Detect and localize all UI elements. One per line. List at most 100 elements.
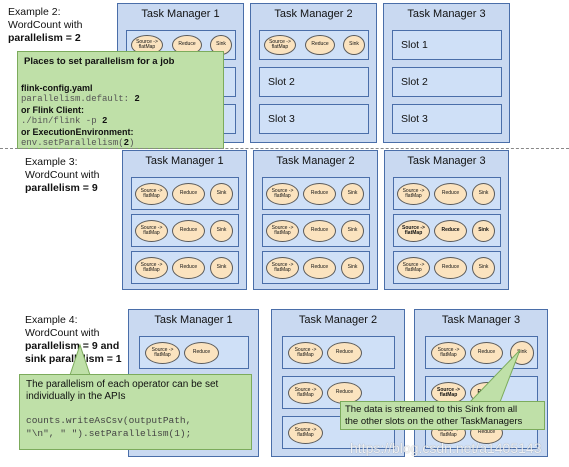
tm-title: Task Manager 1 <box>145 155 224 167</box>
reduce-operator: Reduce <box>172 257 205 279</box>
source-flatmap-operator: Source -> flatMap <box>397 183 430 205</box>
callout-text-line1: The parallelism of each operator can be … <box>26 379 219 390</box>
sink-operator: Sink <box>472 220 495 242</box>
slot: Source -> flatMap Reduce Sink <box>262 177 370 210</box>
config-file-title: flink-config.yaml <box>21 83 93 93</box>
slot: Source -> flatMap Reduce <box>282 376 395 409</box>
reduce-operator: Reduce <box>184 342 219 364</box>
watermark: https://blog.csdn.net/a1405143 <box>350 440 542 456</box>
row3-task-manager-2: Task Manager 2 Source -> flatMap Reduce … <box>271 309 405 457</box>
example-4-label: Example 4: WordCount with parallelism = … <box>25 314 122 365</box>
row1-task-manager-3: Task Manager 3 Slot 1 Slot 2 Slot 3 <box>383 3 510 143</box>
reduce-operator: Reduce <box>172 220 205 242</box>
row2-task-manager-3: Task Manager 3 Source -> flatMap Reduce … <box>384 150 509 290</box>
callout-text-line2: individually in the APIs <box>26 391 126 402</box>
sink-operator: Sink <box>341 257 364 279</box>
source-flatmap-operator: Source -> flatMap <box>288 342 323 364</box>
reduce-operator: Reduce <box>434 220 467 242</box>
sink-callout-line1: The data is streamed to this Sink from a… <box>345 404 518 415</box>
reduce-operator: Reduce <box>303 220 336 242</box>
sink-callout-pointer <box>468 349 521 403</box>
operator-parallelism-callout: The parallelism of each operator can be … <box>19 374 252 450</box>
reduce-operator: Reduce <box>303 257 336 279</box>
slot-2-label: Slot 2 <box>401 76 428 88</box>
row3-task-manager-3: Task Manager 3 Source -> flatMap Reduce … <box>414 309 548 457</box>
client-value: 2 <box>102 116 108 126</box>
tm-title: Task Manager 3 <box>407 155 486 167</box>
slot: Source -> flatMap Reduce Sink <box>393 177 501 210</box>
reduce-operator: Reduce <box>303 183 336 205</box>
tm-title: Task Manager 3 <box>441 314 521 326</box>
source-flatmap-operator: Source -> flatMap <box>266 220 299 242</box>
tm-title: Task Manager 2 <box>298 314 378 326</box>
slot-1-label: Slot 1 <box>401 39 428 51</box>
row2-task-manager-2: Task Manager 2 Source -> flatMap Reduce … <box>253 150 378 290</box>
callout-title: Places to set parallelism for a job <box>24 56 175 67</box>
source-flatmap-operator: Source -> flatMap <box>431 342 466 364</box>
sink-operator: Sink <box>210 183 233 205</box>
source-flatmap-operator: Source -> flatMap <box>131 35 163 55</box>
source-flatmap-operator: Source -> flatMap <box>397 257 430 279</box>
env-title: or ExecutionEnvironment: <box>21 127 134 137</box>
source-flatmap-operator: Source -> flatMap <box>288 382 323 404</box>
tm-title: Task Manager 2 <box>276 155 355 167</box>
sink-operator: Sink <box>343 35 365 55</box>
slot: Source -> flatMap Reduce Sink <box>262 214 370 247</box>
source-flatmap-operator: Source -> flatMap <box>266 183 299 205</box>
sink-data-callout: The data is streamed to this Sink from a… <box>340 401 545 430</box>
source-flatmap-operator: Source -> flatMap <box>135 220 168 242</box>
tm-title: Task Manager 1 <box>141 8 220 20</box>
config-value: 2 <box>134 94 140 104</box>
slot: Slot 1 <box>392 30 502 60</box>
tm-title: Task Manager 3 <box>407 8 486 20</box>
source-flatmap-operator: Source -> flatMap <box>135 183 168 205</box>
sink-operator: Sink <box>210 220 233 242</box>
slot: Source -> flatMap Reduce Sink <box>393 251 501 284</box>
row1-task-manager-2: Task Manager 2 Source -> flatMap Reduce … <box>250 3 377 143</box>
row-separator <box>0 148 569 149</box>
slot-3-label: Slot 3 <box>401 113 428 125</box>
code-line2: "\n", " ").setParallelism(1); <box>26 428 192 439</box>
source-flatmap-operator: Source -> flatMap <box>397 220 430 242</box>
sink-operator: Sink <box>472 257 495 279</box>
sink-operator: Sink <box>472 183 495 205</box>
env-value: 2 <box>123 138 130 148</box>
slot: Source -> flatMap Reduce <box>139 336 249 369</box>
sink-callout-line2: the other slots on the other TaskManager… <box>345 416 523 427</box>
slot-3-label: Slot 3 <box>268 113 295 125</box>
sink-operator: Sink <box>341 220 364 242</box>
source-flatmap-operator: Source -> flatMap <box>145 342 180 364</box>
client-command: ./bin/flink -p <box>21 116 103 126</box>
slot: Source -> flatMap Reduce Sink <box>262 251 370 284</box>
source-flatmap-operator: Source -> flatMap <box>135 257 168 279</box>
tm-title: Task Manager 2 <box>274 8 353 20</box>
slot: Source -> flatMap Reduce Sink <box>425 336 538 369</box>
reduce-operator: Reduce <box>305 35 335 55</box>
slot: Source -> flatMap Reduce Sink <box>393 214 501 247</box>
slot-2-label: Slot 2 <box>268 76 295 88</box>
client-title: or Flink Client: <box>21 105 84 115</box>
tm-title: Task Manager 1 <box>154 314 233 326</box>
slot: Source -> flatMap Reduce Sink <box>131 177 239 210</box>
example-2-label: Example 2: WordCount with parallelism = … <box>8 6 83 44</box>
slot: Source -> flatMap Reduce <box>282 336 395 369</box>
sink-operator: Sink <box>210 257 233 279</box>
code-line1: counts.writeAsCsv(outputPath, <box>26 415 192 426</box>
reduce-operator: Reduce <box>470 342 503 364</box>
row2-task-manager-1: Task Manager 1 Source -> flatMap Reduce … <box>122 150 247 290</box>
config-key: parallelism.default: <box>21 94 135 104</box>
env-close: ) <box>129 138 135 148</box>
source-flatmap-operator: Source -> flatMap <box>288 422 323 444</box>
source-flatmap-operator: Source -> flatMap <box>264 35 296 55</box>
slot: Source -> flatMap Reduce Sink <box>259 30 369 60</box>
slot: Slot 3 <box>392 104 502 134</box>
slot: Source -> flatMap Reduce Sink <box>131 214 239 247</box>
slot: Source -> flatMap Reduce Sink <box>131 251 239 284</box>
reduce-operator: Reduce <box>327 342 362 364</box>
slot: Slot 2 <box>392 67 502 97</box>
reduce-operator: Reduce <box>434 257 467 279</box>
reduce-operator: Reduce <box>172 183 205 205</box>
slot: Slot 3 <box>259 104 369 134</box>
source-flatmap-operator: Source -> flatMap <box>266 257 299 279</box>
reduce-operator: Reduce <box>434 183 467 205</box>
